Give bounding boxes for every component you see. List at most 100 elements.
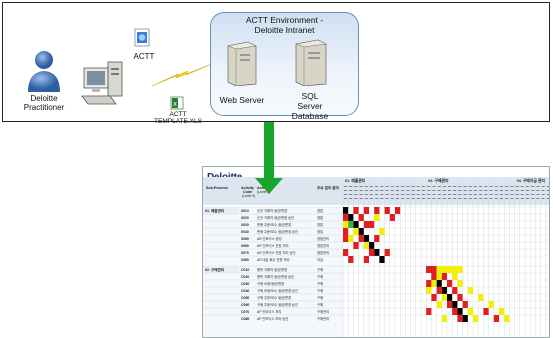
computer-icon xyxy=(80,60,132,110)
header-glyph xyxy=(531,186,535,187)
row-role-7: 자금 xyxy=(317,257,323,262)
row-code-15: C080 xyxy=(241,317,249,321)
header-glyph xyxy=(479,198,483,199)
header-code-1: Activity xyxy=(241,186,254,190)
row-role-14: 구매관리 xyxy=(317,309,329,314)
header-glyph xyxy=(401,190,405,191)
header-glyph xyxy=(375,198,379,199)
header-role: 주요 업무 분야 xyxy=(317,185,340,190)
row-role-2: 영업 xyxy=(317,222,323,227)
conflict-cell xyxy=(343,235,349,242)
environment-title: ACTT Environment - Deloitte Intranet xyxy=(210,15,359,35)
header-glyph xyxy=(359,190,363,191)
header-glyph xyxy=(458,194,462,195)
database-server-icon xyxy=(292,38,328,87)
header-glyph xyxy=(390,198,394,199)
header-glyph xyxy=(463,190,467,191)
conflict-cell xyxy=(363,256,369,263)
arrow-down-icon xyxy=(264,122,274,180)
conflict-cell xyxy=(363,221,369,228)
conflict-cell xyxy=(395,207,401,214)
conflict-cell xyxy=(348,235,354,242)
conflict-cell xyxy=(384,207,390,214)
row-name-6: AR 인보이스 전표 처리 승인 xyxy=(257,250,296,255)
conflict-cell xyxy=(426,308,432,315)
header-glyph xyxy=(541,198,545,199)
conflict-cell xyxy=(452,287,458,294)
header-glyph xyxy=(505,198,509,199)
header-glyph xyxy=(484,194,488,195)
header-glyph xyxy=(520,198,524,199)
diagonal-cell xyxy=(462,315,468,322)
header-glyph xyxy=(448,194,451,195)
conflict-cell xyxy=(457,280,463,287)
template-label: ACTT TEMPLATE.XLS xyxy=(152,111,204,125)
header-glyph xyxy=(437,198,441,199)
header-glyph xyxy=(364,186,368,187)
header-glyph xyxy=(396,186,399,187)
conflict-cell xyxy=(431,280,437,287)
header-glyph xyxy=(453,198,457,199)
header-glyph xyxy=(390,186,394,187)
header-glyph xyxy=(468,194,472,195)
svg-text:x: x xyxy=(173,101,177,108)
conflict-cell xyxy=(447,301,453,308)
excel-file-icon: x xyxy=(170,96,184,110)
header-glyph xyxy=(520,194,524,195)
header-glyph xyxy=(427,198,431,199)
header-glyph xyxy=(453,190,457,191)
header-glyph xyxy=(390,194,394,195)
row-role-10: 구매 xyxy=(317,281,323,286)
conflict-cell xyxy=(431,294,437,301)
group-label-0: 01. 매출관리 xyxy=(205,208,224,213)
header-glyph xyxy=(500,186,503,187)
header-glyph xyxy=(380,198,384,199)
header-glyph xyxy=(494,194,498,195)
row-role-8: 구매 xyxy=(317,267,323,272)
conflict-cell xyxy=(473,315,479,322)
conflict-cell xyxy=(441,315,447,322)
header-glyph xyxy=(468,186,472,187)
header-glyph xyxy=(474,186,477,187)
header-glyph xyxy=(364,194,368,195)
header-glyph xyxy=(515,198,519,199)
conflict-cell xyxy=(363,242,369,249)
header-glyph xyxy=(500,190,503,191)
row-role-1: 영업 xyxy=(317,215,323,220)
diagonal-cell xyxy=(379,256,385,263)
header-glyph xyxy=(463,194,467,195)
header-glyph xyxy=(442,186,446,187)
conflict-cell xyxy=(488,301,494,308)
row-name-11: 구매 요청/보수 생성/변경 승인 xyxy=(257,288,298,293)
actt-app-icon xyxy=(134,28,152,48)
conflict-cell xyxy=(353,228,359,235)
row-name-1: 신규 거래처 생성/변경 승인 xyxy=(257,215,294,220)
conflict-cell xyxy=(426,266,432,273)
header-glyph xyxy=(437,190,441,191)
header-glyph xyxy=(510,194,514,195)
environment-title-line2: Deloitte Intranet xyxy=(254,25,315,35)
header-glyph xyxy=(422,198,425,199)
conflict-cell xyxy=(447,280,453,287)
practitioner-label: Deloitte Practitioner xyxy=(8,94,80,112)
header-glyph xyxy=(541,186,545,187)
header-glyph xyxy=(546,186,549,187)
header-glyph xyxy=(380,194,384,195)
conflict-cell xyxy=(483,308,489,315)
row-name-10: 구매 요청/생성/변경 xyxy=(257,281,284,286)
header-glyph xyxy=(531,198,535,199)
header-glyph xyxy=(468,190,472,191)
diagonal-cell xyxy=(441,287,447,294)
header-glyph xyxy=(406,194,410,195)
diagonal-cell xyxy=(436,280,442,287)
header-glyph xyxy=(370,198,373,199)
header-glyph xyxy=(536,198,540,199)
header-glyph xyxy=(416,186,420,187)
header-glyph xyxy=(479,186,483,187)
row-name-13: 구매 주문/보수 생성/변경 승인 xyxy=(257,302,298,307)
conflict-cell xyxy=(436,301,442,308)
header-glyph xyxy=(344,194,347,195)
header-glyph xyxy=(401,198,405,199)
